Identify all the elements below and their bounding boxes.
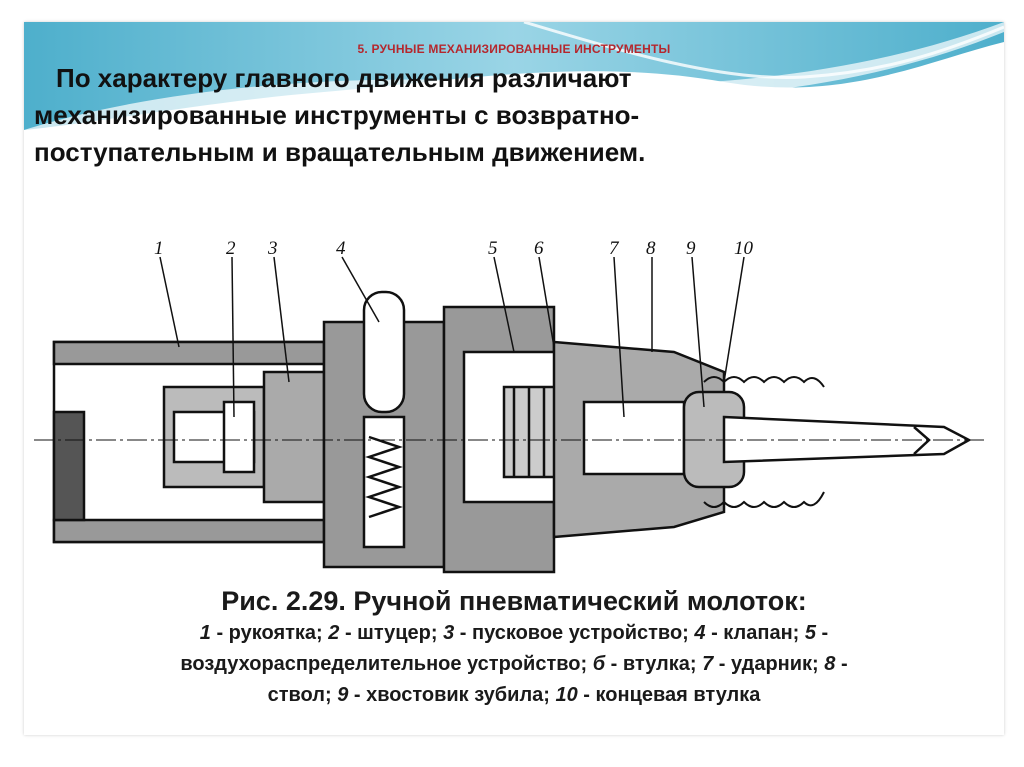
legend-num: 9: [337, 684, 349, 706]
callout-8: 8: [646, 238, 656, 259]
legend-text: - пусковое устройство;: [454, 622, 695, 644]
legend-num: 5: [804, 622, 816, 644]
callout-7: 7: [609, 238, 620, 259]
legend-text: - концевая втулка: [577, 684, 761, 706]
legend-num: 4: [694, 622, 706, 644]
legend-line-3: ствол; 9 - хвостовик зубила; 10 - концев…: [267, 684, 761, 706]
legend-num: б: [592, 653, 606, 675]
legend-text: - клапан;: [705, 622, 805, 644]
legend-text: - ударник;: [713, 653, 825, 675]
legend-num: 7: [702, 653, 714, 675]
intro-line-3: поступательным и вращательным движением.: [34, 137, 646, 167]
callout-3: 3: [267, 238, 278, 259]
legend-num: 3: [443, 622, 455, 644]
callout-9: 9: [686, 238, 696, 259]
legend-num: 8: [824, 653, 836, 675]
pneumatic-hammer-drawing: 1 2 3 4 5 6 7 8 9 10: [34, 238, 984, 574]
legend-line-1: 1 - рукоятка; 2 - штуцер; 3 - пусковое у…: [199, 622, 829, 644]
callout-4: 4: [336, 238, 346, 259]
legend-text: - хвостовик зубила;: [348, 684, 556, 706]
section-title: 5. РУЧНЫЕ МЕХАНИЗИРОВАННЫЕ ИНСТРУМЕНТЫ: [357, 42, 671, 56]
callout-2: 2: [226, 238, 236, 259]
callout-6: 6: [534, 238, 544, 259]
intro-line-1: По характеру главного движения различают: [56, 63, 632, 93]
figure-title: Рис. 2.29. Ручной пневматический молоток…: [221, 586, 807, 616]
legend-line-2: воздухораспределительное устройство; б -…: [180, 653, 848, 675]
legend-text: - рукоятка;: [210, 622, 329, 644]
callout-1: 1: [154, 238, 164, 259]
slide: 5. РУЧНЫЕ МЕХАНИЗИРОВАННЫЕ ИНСТРУМЕНТЫ П…: [24, 22, 1004, 735]
callout-10: 10: [734, 238, 754, 259]
callout-5: 5: [488, 238, 498, 259]
legend-text: - втулка;: [605, 653, 703, 675]
legend-num: 2: [328, 622, 340, 644]
header-wave-decoration: [24, 22, 1004, 137]
legend-num: 10: [555, 684, 578, 706]
intro-line-2: механизированные инструменты с возвратно…: [34, 100, 640, 130]
intro-text: По характеру главного движения различают…: [34, 60, 934, 171]
figure-caption: Рис. 2.29. Ручной пневматический молоток…: [24, 584, 1004, 711]
legend-text: - штуцер;: [339, 622, 444, 644]
legend-num: 1: [199, 622, 211, 644]
